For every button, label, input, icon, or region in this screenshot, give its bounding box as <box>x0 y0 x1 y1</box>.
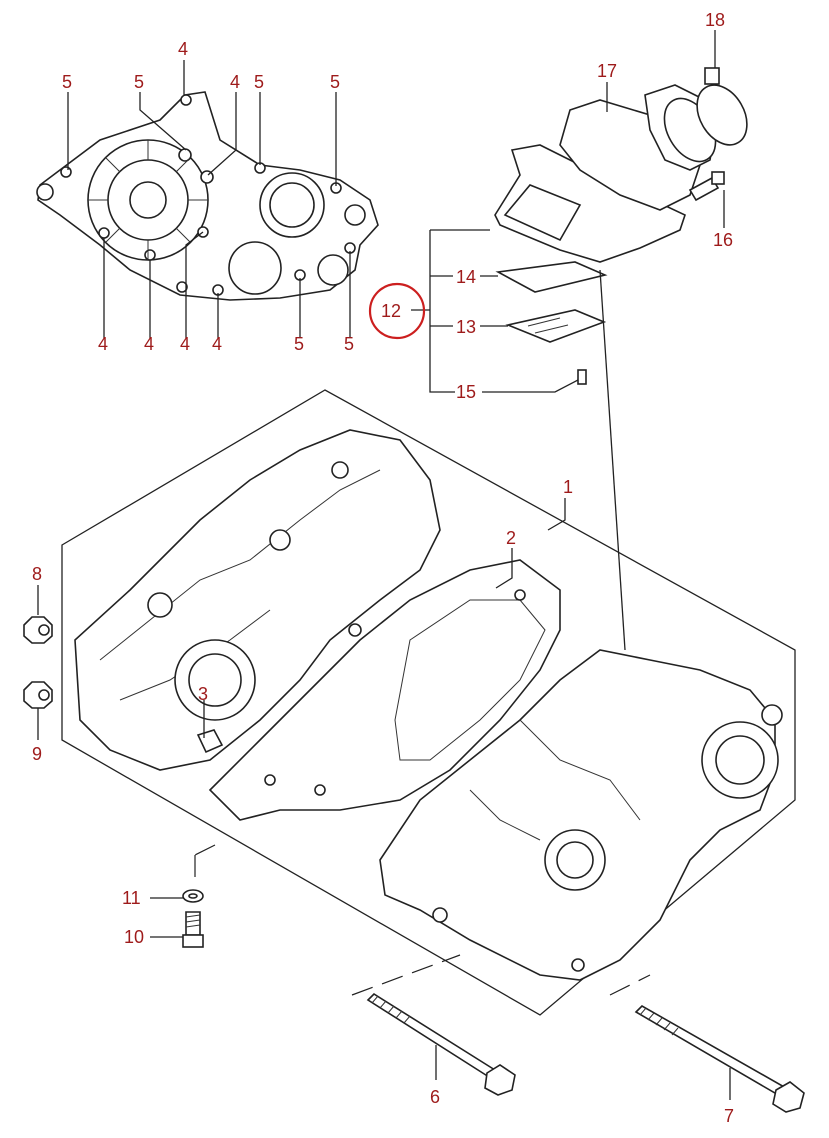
callout-4b: 4 <box>230 72 240 92</box>
callout-2: 2 <box>506 528 516 548</box>
crankcase-main <box>61 389 796 1016</box>
callout-10: 10 <box>124 927 144 947</box>
callout-6: 6 <box>430 1087 440 1107</box>
bolt-6 <box>366 992 516 1096</box>
callout-8: 8 <box>32 564 42 584</box>
callout-16: 16 <box>713 230 733 250</box>
bolt-7 <box>634 1005 805 1113</box>
nut-8 <box>23 616 53 644</box>
callout-4e: 4 <box>180 334 190 354</box>
callout-4f: 4 <box>212 334 222 354</box>
callout-18: 18 <box>705 10 725 30</box>
bolt-10 <box>182 911 204 948</box>
highlight-circle <box>368 282 426 340</box>
callout-12: 12 <box>381 301 401 321</box>
leaders-top-left <box>67 60 351 338</box>
callout-5e: 5 <box>294 334 304 354</box>
callout-14: 14 <box>456 267 476 287</box>
callout-17: 17 <box>597 61 617 81</box>
nut-9 <box>23 681 53 709</box>
leaders-main <box>37 498 651 996</box>
callout-5a: 5 <box>62 72 72 92</box>
crankcase-side-view <box>36 91 379 301</box>
callout-4d: 4 <box>144 334 154 354</box>
callout-9: 9 <box>32 744 42 764</box>
callout-15: 15 <box>456 382 476 402</box>
callout-13: 13 <box>456 317 476 337</box>
leaders-bolts <box>435 1045 731 1100</box>
callout-5d: 5 <box>330 72 340 92</box>
callout-5c: 5 <box>254 72 264 92</box>
leaders-top-right <box>411 30 725 651</box>
callout-labels: 1 2 3 4 4 4 4 4 4 5 5 5 5 5 5 6 7 8 9 10… <box>32 10 734 1126</box>
callout-3: 3 <box>198 684 208 704</box>
callout-5f: 5 <box>344 334 354 354</box>
callout-1: 1 <box>563 477 573 497</box>
callout-4a: 4 <box>178 39 188 59</box>
callout-4c: 4 <box>98 334 108 354</box>
callout-7: 7 <box>724 1106 734 1126</box>
callout-11: 11 <box>122 888 141 908</box>
callout-5b: 5 <box>134 72 144 92</box>
reed-valve-assembly <box>494 67 748 385</box>
washer-11 <box>182 889 204 903</box>
